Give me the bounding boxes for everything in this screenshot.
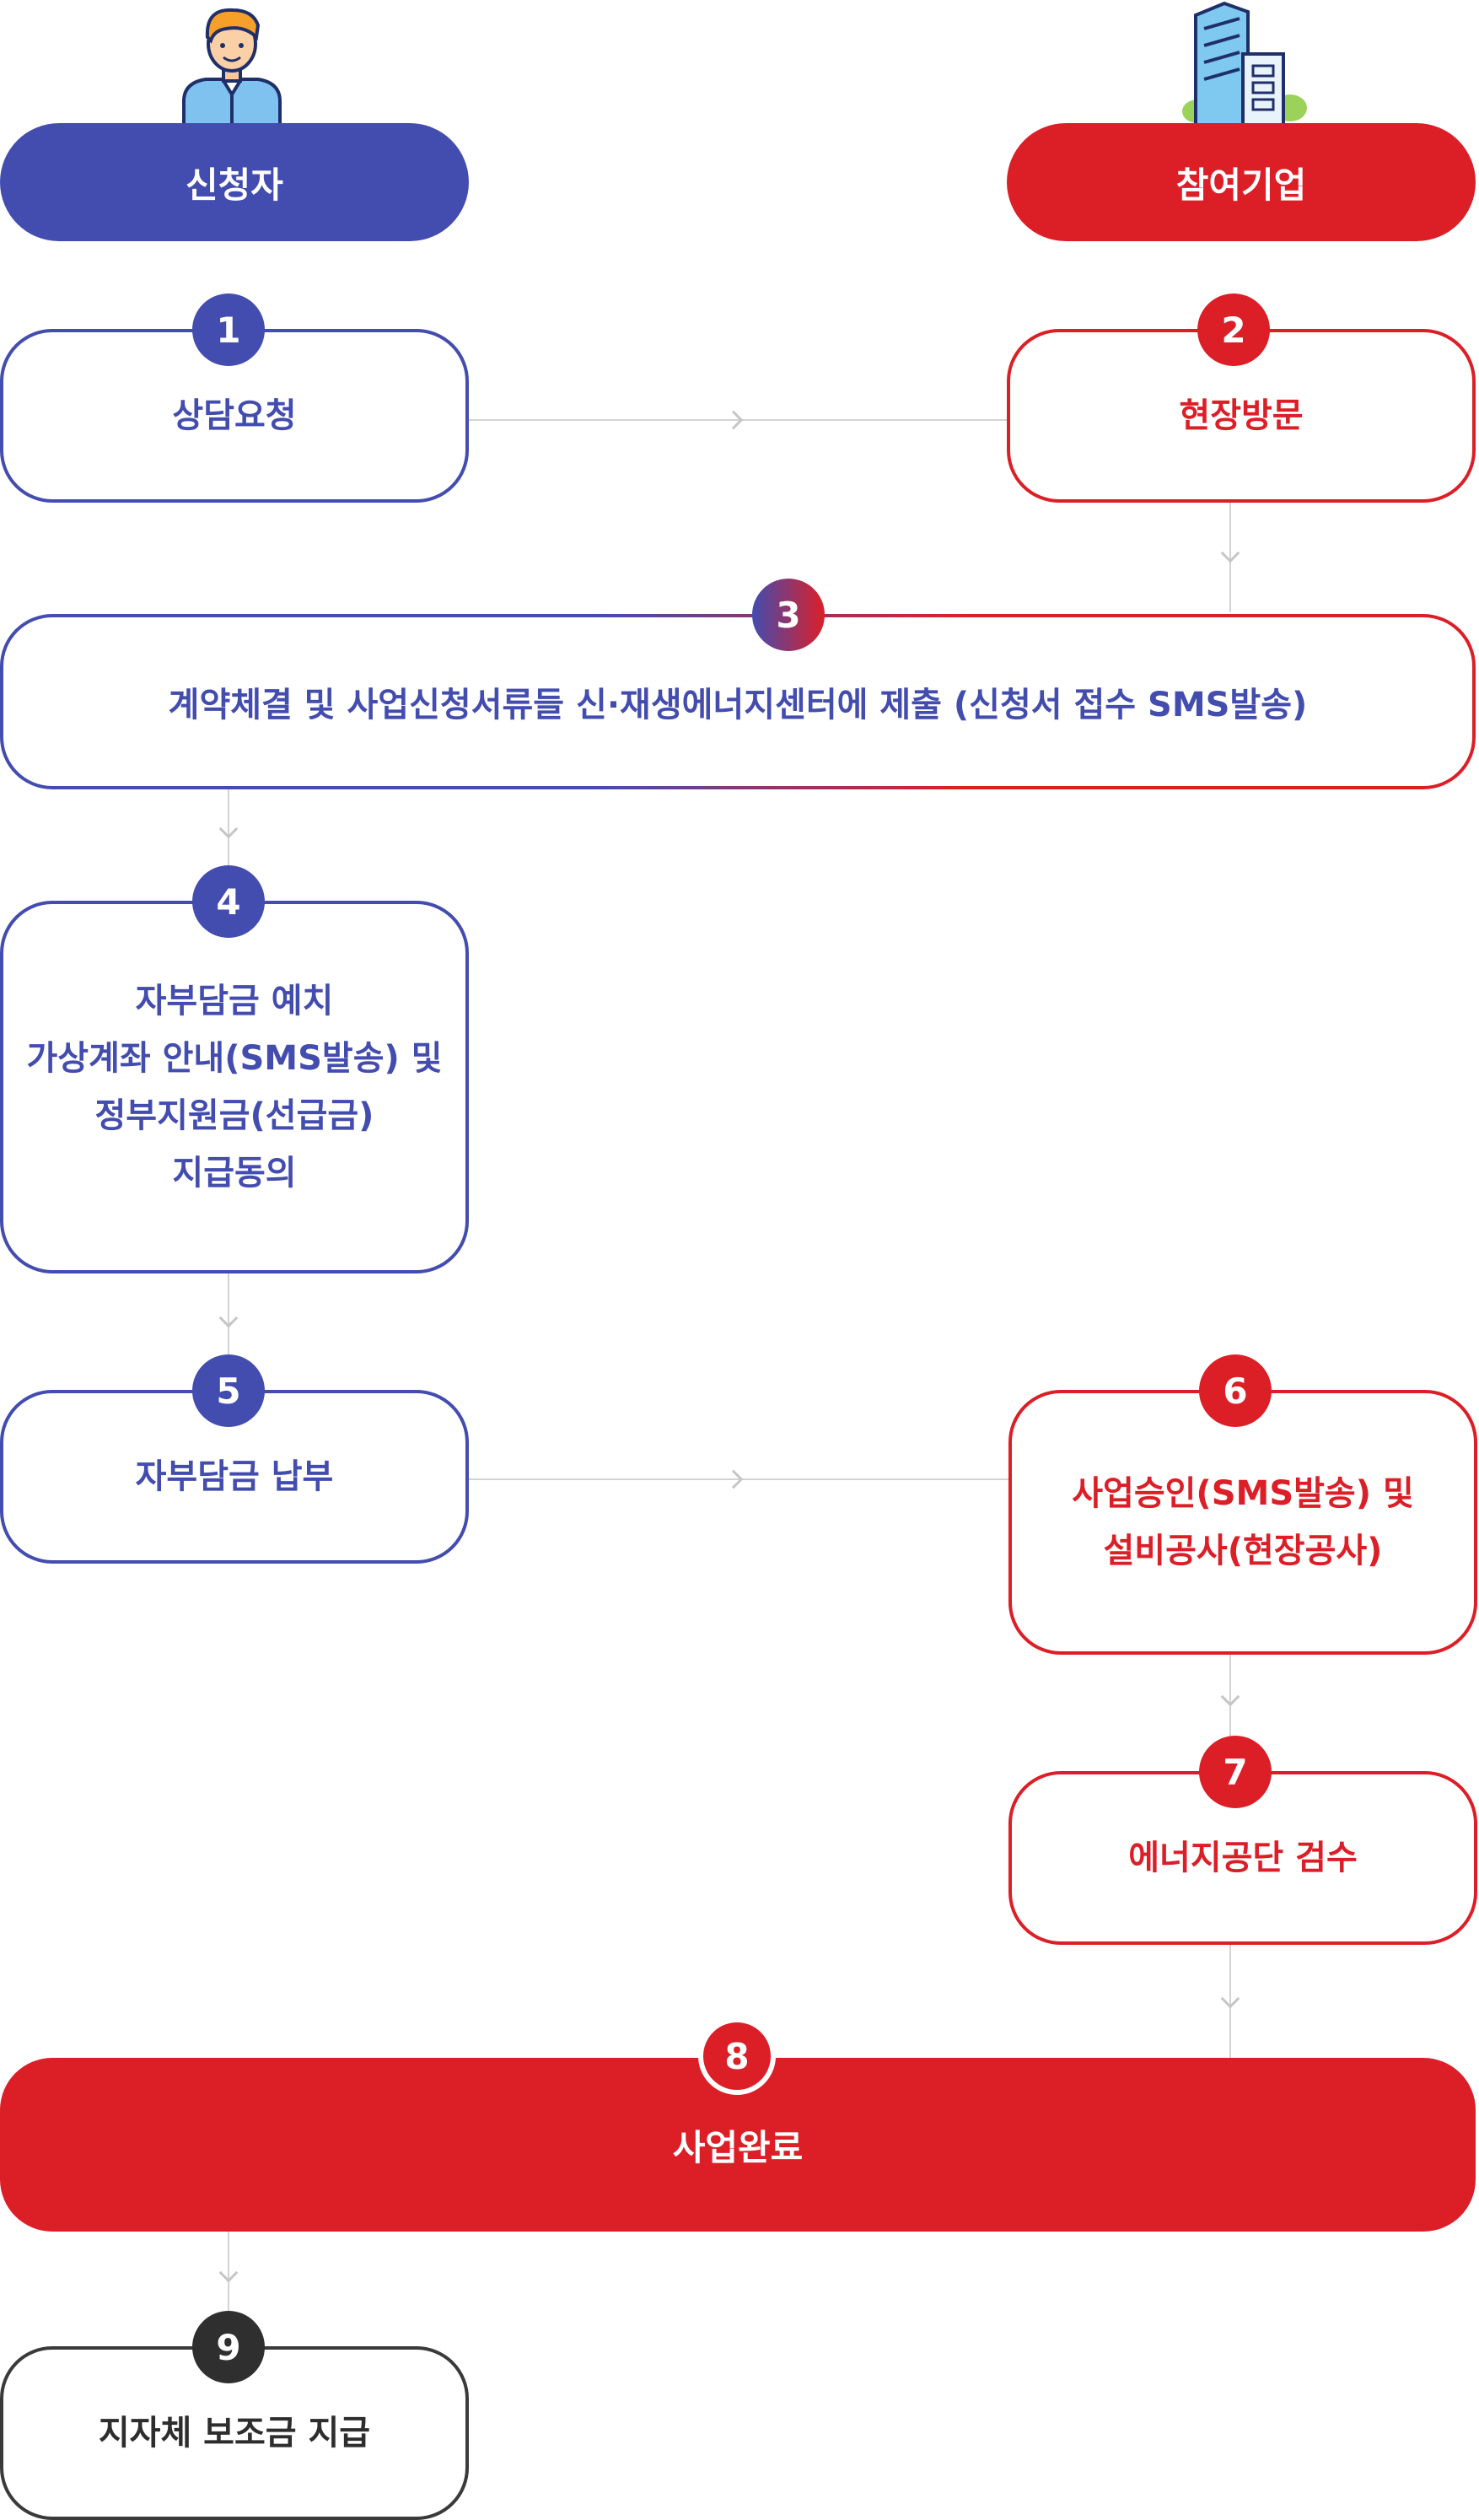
step-9-label: 지자체 보조금 지급 <box>98 2414 371 2453</box>
step-9-badge: 9 <box>192 2311 265 2383</box>
step-6-badge: 6 <box>1199 1354 1272 1427</box>
connector-1-2-arrow <box>723 410 744 430</box>
connector-5-6-arrow <box>723 1469 744 1489</box>
step-4-text: 자부담금 예치 가상계좌 안내(SMS발송) 및 정부지원금(선급금) 지급동의 <box>26 972 442 1202</box>
connector-3-4-arrow <box>218 819 239 839</box>
step-8-label: 사업완료 <box>672 2126 804 2168</box>
connector-6-7-arrow <box>1220 1687 1240 1707</box>
step-4-line: 가상계좌 안내(SMS발송) 및 <box>26 1039 443 1078</box>
step-6-text: 사업승인(SMS발송) 및 설비공사(현장공사) <box>1072 1465 1414 1580</box>
step-4-line: 정부지원금(선급금) <box>94 1096 374 1135</box>
step-5-badge: 5 <box>192 1354 265 1427</box>
connector-2-3-arrow <box>1220 543 1240 563</box>
connector-4-5-arrow <box>218 1308 239 1328</box>
company-header: 참여기업 <box>1007 123 1476 241</box>
connector-1-2 <box>469 419 1008 421</box>
applicant-header: 신청자 <box>0 123 469 241</box>
step-7-label: 에너지공단 검수 <box>1128 1839 1358 1877</box>
connector-4-5 <box>228 1273 229 1392</box>
step-3-inner: 계약체결 및 사업신청서류들 신·재생에너지센터에 제출 (신청서 접수 SMS… <box>3 617 1472 786</box>
connector-6-7 <box>1229 1655 1231 1773</box>
connector-2-3 <box>1229 503 1231 612</box>
connector-3-4 <box>228 789 229 899</box>
connector-5-6 <box>469 1478 1010 1480</box>
step-6-box: 사업승인(SMS발송) 및 설비공사(현장공사) <box>1008 1390 1477 1655</box>
connector-8-9-arrow <box>218 2263 239 2283</box>
step-2-label: 현장방문 <box>1179 396 1304 435</box>
person-avatar-icon <box>182 8 282 125</box>
step-4-badge: 4 <box>192 865 265 938</box>
step-4-line: 지급동의 <box>172 1154 297 1193</box>
step-1-label: 상담요청 <box>172 396 297 435</box>
step-5-label: 자부담금 납부 <box>135 1457 334 1496</box>
step-7-badge: 7 <box>1199 1736 1272 1808</box>
connector-7-8-arrow <box>1220 1989 1240 2009</box>
office-building-icon <box>1182 1 1307 125</box>
step-8-badge: 8 <box>698 2017 776 2095</box>
step-3-label: 계약체결 및 사업신청서류들 신·재생에너지센터에 제출 (신청서 접수 SMS… <box>168 686 1308 724</box>
connector-7-8 <box>1229 1945 1231 2063</box>
step-6-line: 설비공사(현장공사) <box>1103 1532 1383 1570</box>
step-3-badge: 3 <box>752 579 825 651</box>
step-1-badge: 1 <box>192 293 265 366</box>
step-4-box: 자부담금 예치 가상계좌 안내(SMS발송) 및 정부지원금(선급금) 지급동의 <box>0 901 469 1273</box>
step-4-line: 자부담금 예치 <box>135 982 334 1020</box>
connector-8-9 <box>228 2230 229 2348</box>
step-2-badge: 2 <box>1197 293 1270 366</box>
step-3-box: 계약체결 및 사업신청서류들 신·재생에너지센터에 제출 (신청서 접수 SMS… <box>0 614 1476 789</box>
step-6-line: 사업승인(SMS발송) 및 <box>1072 1474 1414 1513</box>
